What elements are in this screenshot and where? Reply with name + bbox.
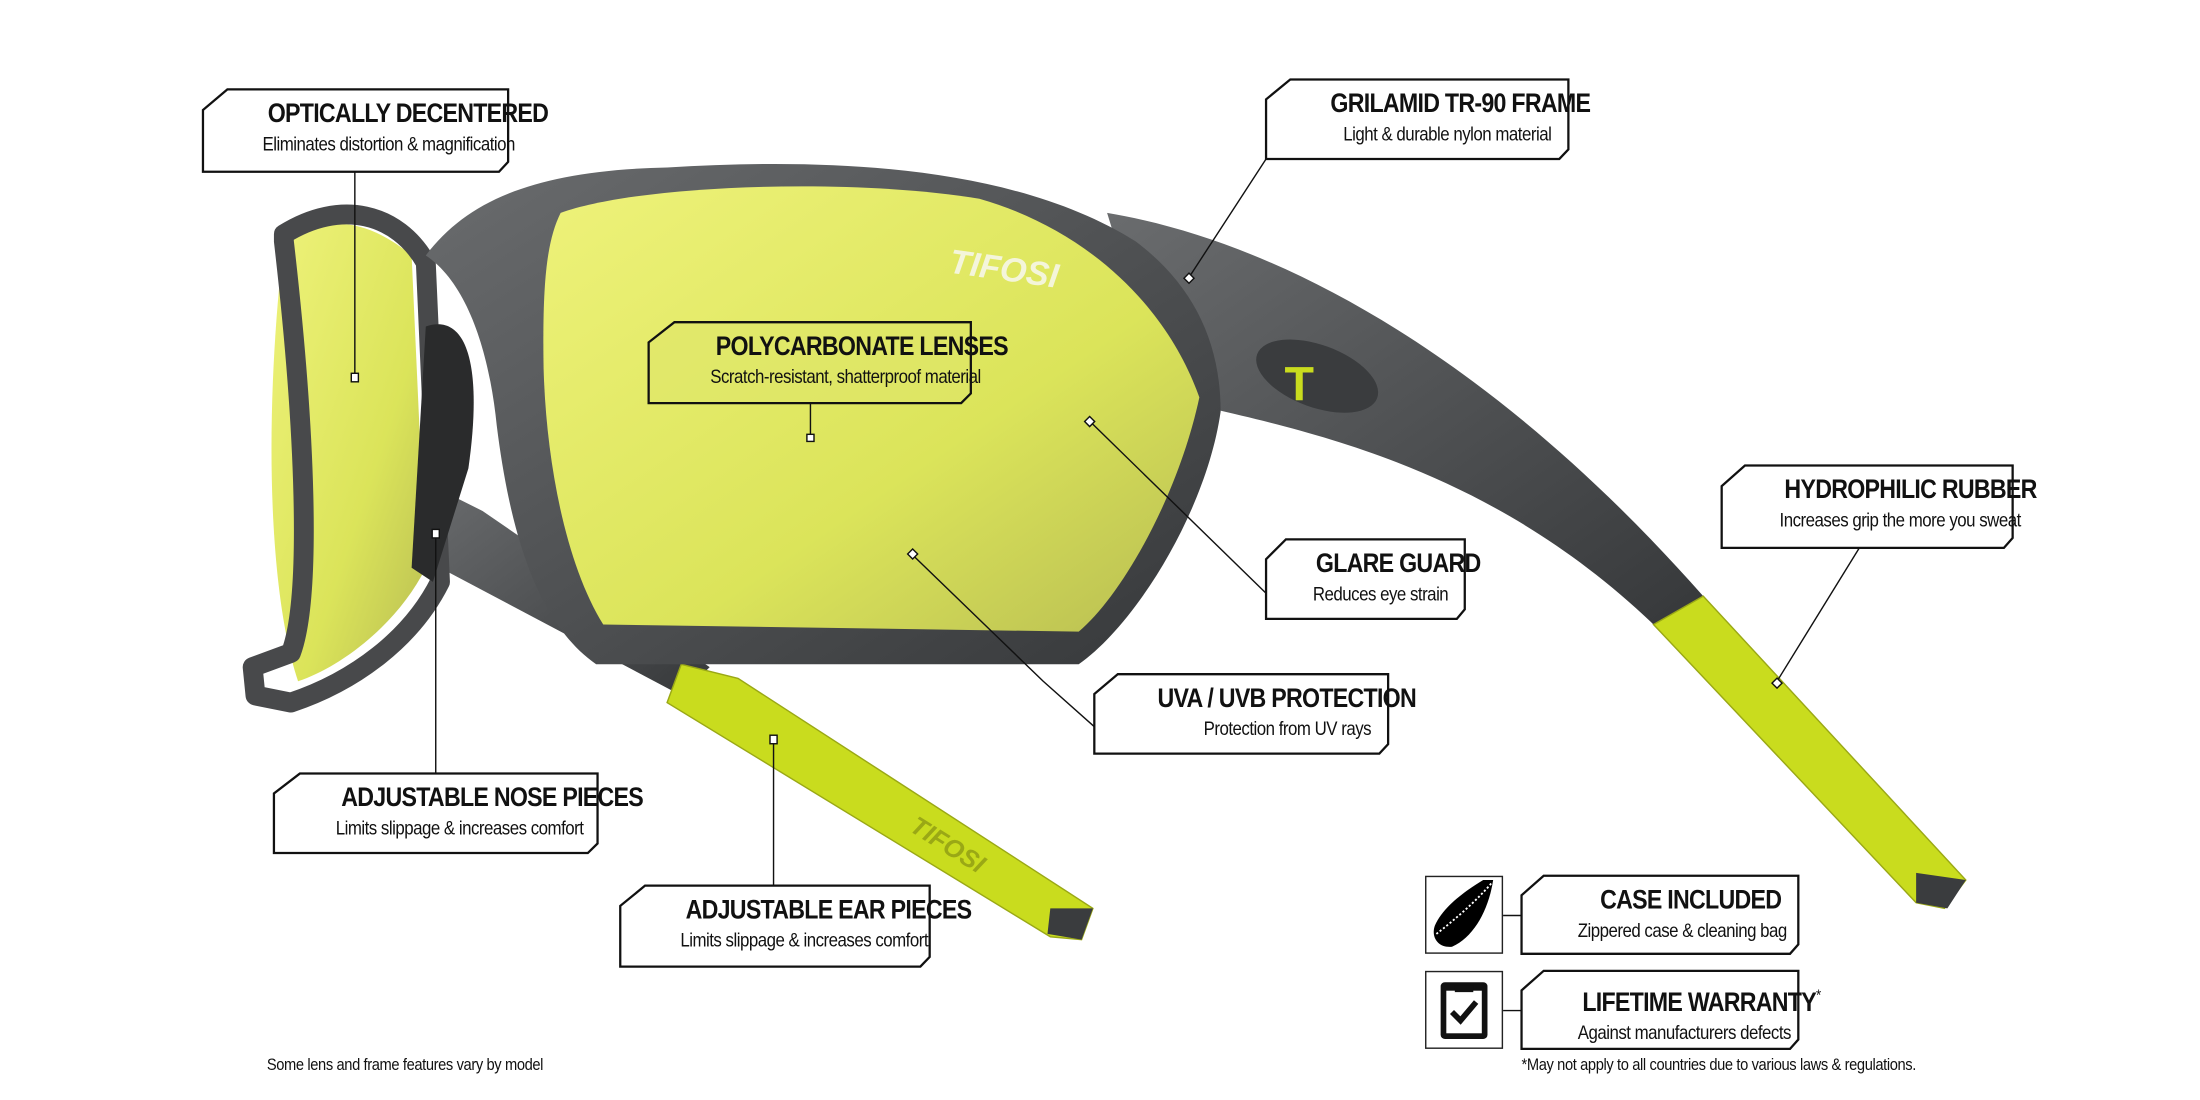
callout-title: OPTICALLY DECENTERED — [267, 99, 549, 130]
warranty-asterisk: * — [1815, 987, 1821, 1005]
main-lens — [543, 186, 1200, 632]
callout-title: HYDROPHILIC RUBBER — [1784, 475, 2037, 506]
callout-title: GRILAMID TR-90 FRAME — [1330, 89, 1591, 120]
callout-title: POLYCARBONATE LENSES — [715, 332, 1009, 362]
callout-subtitle: Protection from UV rays — [1203, 718, 1372, 740]
callout-polycarbonate-lenses: POLYCARBONATE LENSES Scratch-resistant, … — [649, 322, 1009, 403]
case-icon — [1425, 875, 1504, 954]
clipboard-check-icon — [1425, 970, 1504, 1049]
svg-text:T: T — [1285, 357, 1314, 411]
callout-lifetime-warranty: LIFETIME WARRANTY* Against manufacturers… — [1522, 971, 1821, 1049]
warranty-title-text: LIFETIME WARRANTY — [1582, 988, 1816, 1019]
callout-title: ADJUSTABLE NOSE PIECES — [341, 783, 644, 814]
callout-subtitle: Reduces eye strain — [1312, 583, 1449, 605]
callout-uva-uvb-protection: UVA / UVB PROTECTION Protection from UV … — [1094, 674, 1417, 753]
callout-adjustable-ear-pieces: ADJUSTABLE EAR PIECES Limits slippage & … — [620, 886, 972, 967]
logo-emblem — [1256, 339, 1379, 413]
callout-title: GLARE GUARD — [1315, 549, 1481, 580]
callout-glare-guard: GLARE GUARD Reduces eye strain — [1266, 539, 1481, 618]
footnote-features-vary: Some lens and frame features vary by mod… — [266, 1057, 544, 1075]
callout-subtitle: Scratch-resistant, shatterproof material — [710, 366, 981, 388]
callout-subtitle: Zippered case & cleaning bag — [1577, 919, 1788, 942]
callout-optically-decentered: OPTICALLY DECENTERED Eliminates distorti… — [203, 89, 549, 171]
far-frame — [242, 204, 450, 713]
callout-subtitle: Light & durable nylon material — [1343, 123, 1552, 145]
nose-pad — [411, 324, 474, 582]
left-temple-rubber — [666, 663, 1094, 941]
callout-title: LIFETIME WARRANTY* — [1582, 979, 1821, 1021]
callout-title: ADJUSTABLE EAR PIECES — [685, 895, 972, 926]
callout-grilamid-frame: GRILAMID TR-90 FRAME Light & durable nyl… — [1266, 79, 1591, 158]
callout-hydrophilic-rubber: HYDROPHILIC RUBBER Increases grip the mo… — [1722, 466, 2037, 548]
footnote-warranty-disclaimer: *May not apply to all countries due to v… — [1521, 1057, 1917, 1075]
callout-subtitle: Eliminates distortion & magnification — [262, 133, 516, 155]
callout-subtitle: Against manufacturers defects — [1577, 1022, 1792, 1044]
right-temple-frame — [1107, 212, 1704, 625]
callout-subtitle: Limits slippage & increases comfort — [680, 929, 929, 951]
callout-title: UVA / UVB PROTECTION — [1157, 684, 1417, 714]
callout-adjustable-nose-pieces: ADJUSTABLE NOSE PIECES Limits slippage &… — [274, 774, 644, 853]
callout-case-included: CASE INCLUDED Zippered case & cleaning b… — [1522, 876, 1799, 954]
callout-title: CASE INCLUDED — [1600, 885, 1782, 916]
callout-subtitle: Increases grip the more you sweat — [1779, 509, 2022, 531]
callout-subtitle: Limits slippage & increases comfort — [335, 817, 584, 839]
